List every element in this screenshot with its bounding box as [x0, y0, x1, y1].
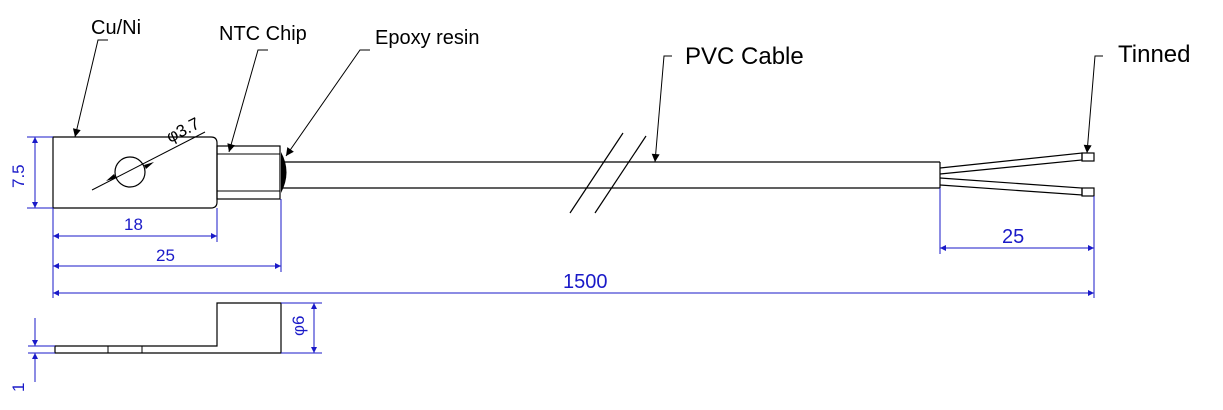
- dim-thickness: 1: [9, 383, 28, 392]
- wire-upper: [939, 152, 1083, 175]
- dim-total-length: 1500: [563, 271, 608, 293]
- pvc-cable-leader: [651, 55, 672, 163]
- lug-hole: [114, 156, 146, 188]
- label-pvc-cable: PVC Cable: [685, 43, 804, 70]
- tinned-end-upper: [1081, 152, 1095, 162]
- label-cu-ni: Cu/Ni: [91, 17, 141, 39]
- label-ntc-chip: NTC Chip: [219, 23, 307, 45]
- dim-lug-height: 7.5: [9, 164, 28, 188]
- label-epoxy-resin: Epoxy resin: [375, 27, 480, 49]
- epoxy-resin-leader: [285, 49, 370, 157]
- cable-break-mark: [594, 135, 647, 214]
- ntc-chip-housing: [216, 145, 281, 200]
- wire-lower: [939, 177, 1083, 196]
- label-tinned: Tinned: [1118, 41, 1191, 68]
- dim-hole-diameter: φ3.7: [163, 114, 203, 147]
- dim-bend-height: φ6: [289, 316, 308, 336]
- dim-strip-length: 25: [1002, 226, 1024, 248]
- lug-side-profile: [54, 302, 282, 354]
- dim-head-length: 25: [156, 246, 175, 265]
- ntc-chip-leader: [227, 49, 268, 153]
- lug-body: [52, 136, 218, 209]
- cable-break-mark: [569, 132, 624, 214]
- hole-diameter-dimension-line: [91, 131, 206, 191]
- cu-ni-leader: [72, 39, 108, 138]
- epoxy-resin-cap: [281, 152, 287, 193]
- tinned-end-lower: [1081, 187, 1095, 197]
- dim-lug-length: 18: [124, 215, 143, 234]
- tinned-leader: [1083, 55, 1103, 154]
